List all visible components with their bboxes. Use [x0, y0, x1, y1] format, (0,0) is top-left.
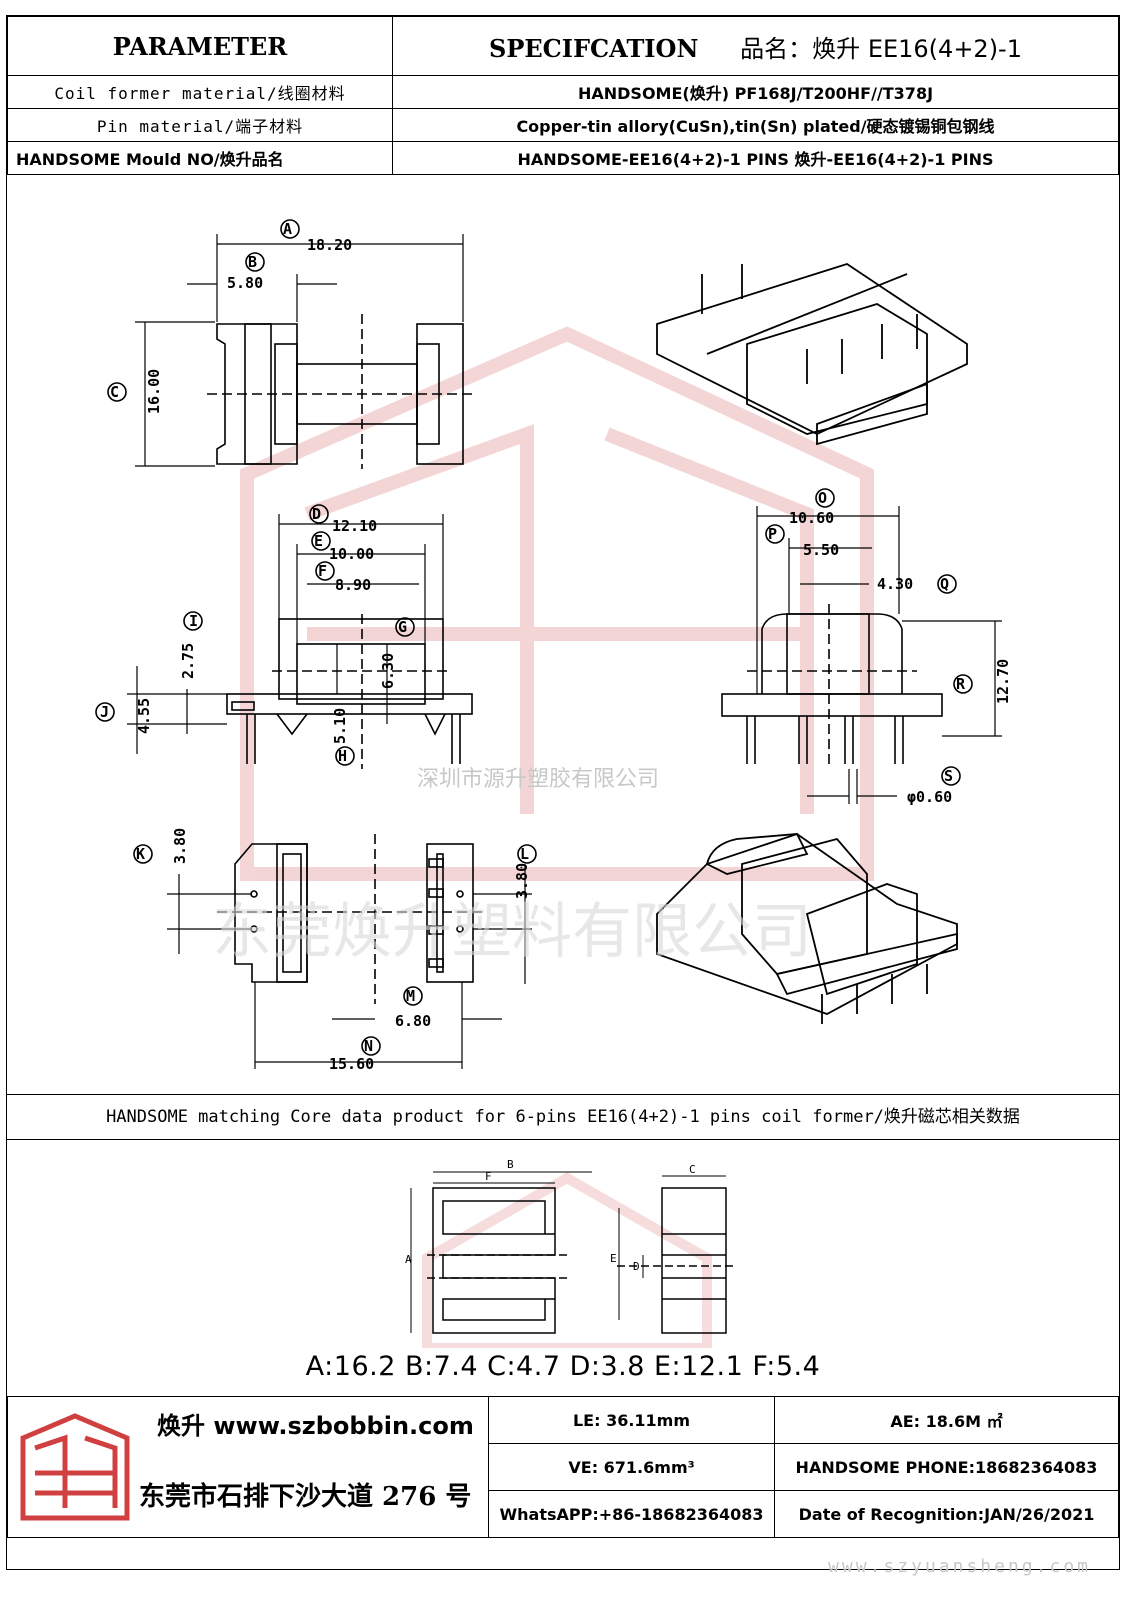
watermark-url: www.szyuansheng.com [828, 1556, 1091, 1577]
label-D: D [312, 505, 321, 523]
label-I: I [189, 612, 198, 630]
spec-sheet: PARAMETER SPECIFCATION 品名：焕升 EE16(4+2)-1… [6, 15, 1120, 1570]
watermark-company-2: 东莞焕升塑料有限公司 [212, 897, 812, 967]
view-iso-bottom [656, 833, 958, 1024]
label-R: R [956, 675, 966, 693]
label-L: L [520, 845, 529, 863]
label-J: J [100, 703, 109, 721]
mould-no-value: HANDSOME-EE16(4+2)-1 PINS 焕升-EE16(4+2)-1… [392, 141, 1119, 175]
view-end [721, 604, 943, 769]
dim-N-value: 15.60 [329, 1055, 374, 1073]
pin-material-value: Copper-tin allory(CuSn),tin(Sn) plated/硬… [392, 108, 1119, 142]
core-watermark-logo [422, 1172, 712, 1348]
coil-material-label: Coil former material/线圈材料 [7, 75, 393, 109]
dim-F-value: 8.90 [335, 576, 371, 594]
core-side-shape [617, 1187, 737, 1334]
core-label-D: D [633, 1260, 640, 1273]
dim-O-value: 10.60 [789, 509, 834, 527]
dims-side [127, 514, 444, 754]
company-address: 东莞市石排下沙大道 276 号 [139, 1482, 472, 1512]
pin-material-label: Pin material/端子材料 [7, 108, 393, 142]
dim-labels-side: 12.10 10.00 8.90 6.30 5.10 2.75 4.55 D E… [95, 504, 415, 766]
date-value: Date of Recognition:JAN/26/2021 [774, 1490, 1119, 1538]
specification-heading: SPECIFCATION 品名：焕升 EE16(4+2)-1 [392, 16, 1119, 76]
dim-H-value: 5.10 [331, 708, 349, 744]
core-data-title: HANDSOME matching Core data product for … [7, 1094, 1119, 1140]
label-O: O [818, 489, 827, 507]
dim-D-value: 12.10 [332, 517, 377, 535]
core-dim-letters: A B C D E F [405, 1158, 696, 1273]
label-H: H [338, 747, 347, 765]
header-table: PARAMETER SPECIFCATION 品名：焕升 EE16(4+2)-1… [7, 16, 1119, 175]
dim-B-value: 5.80 [227, 274, 263, 292]
mould-no-label: HANDSOME Mould NO/焕升品名 [7, 141, 393, 175]
dim-A-value: 18.20 [307, 236, 352, 254]
view-iso-top [656, 263, 968, 446]
label-A: A [283, 220, 292, 238]
dims-end [756, 506, 1002, 804]
company-logo [20, 1413, 130, 1521]
ve-value: VE: 671.6mm³ [488, 1443, 775, 1491]
core-label-A: A [405, 1253, 412, 1266]
core-label-E: E [610, 1252, 617, 1265]
dim-R-value: 12.70 [994, 659, 1012, 704]
core-e-shape [427, 1187, 567, 1334]
label-C: C [110, 383, 119, 401]
core-label-F: F [485, 1170, 492, 1183]
label-E: E [314, 532, 323, 550]
core-drawing: A B C D E F [405, 1158, 737, 1348]
phone-value: HANDSOME PHONE:18682364083 [774, 1443, 1119, 1491]
core-drawing-area: A B C D E F [7, 1138, 1119, 1397]
core-dimensions: A:16.2 B:7.4 C:4.7 D:3.8 E:12.1 F:5.4 [305, 1351, 821, 1382]
label-Q: Q [940, 575, 949, 593]
dim-S-value: φ0.60 [907, 788, 952, 806]
product-name-prefix: 品名：焕升 [740, 34, 868, 63]
label-F: F [318, 562, 327, 580]
dim-M-value: 6.80 [395, 1012, 431, 1030]
view-side [226, 614, 473, 769]
dim-L-value: 3.80 [513, 863, 531, 899]
le-value: LE: 36.11mm [488, 1396, 775, 1444]
core-label-C: C [689, 1163, 696, 1176]
ae-value: AE: 18.6M ㎡ [774, 1396, 1119, 1444]
dim-I-value: 2.75 [179, 643, 197, 679]
dim-labels-end: 10.60 5.50 4.30 12.70 φ0.60 O P Q R S [765, 488, 1012, 806]
dim-J-value: 4.55 [135, 698, 153, 734]
core-label-B: B [507, 1158, 514, 1171]
parameter-heading: PARAMETER [7, 16, 393, 76]
whatsapp-value: WhatsAPP:+86-18682364083 [488, 1490, 775, 1538]
dims-plan [167, 864, 532, 1069]
dims-front [135, 234, 464, 467]
product-name: EE16(4+2)-1 [867, 34, 1022, 63]
dim-E-value: 10.00 [329, 545, 374, 563]
dim-labels-front: 18.20 5.80 16.00 A B C [107, 219, 352, 414]
dim-C-value: 16.00 [145, 369, 163, 414]
technical-drawing: 18.20 5.80 16.00 A B C [95, 219, 1012, 1073]
core-dim-lines [410, 1171, 726, 1333]
dim-labels-plan: 3.80 3.80 6.80 15.60 K L M N [133, 828, 537, 1073]
coil-material-value: HANDSOME(焕升) PF168J/T200HF//T378J [392, 75, 1119, 109]
label-S: S [944, 767, 953, 785]
watermark-company-1: 深圳市源升塑胶有限公司 [417, 767, 659, 792]
label-P: P [768, 525, 777, 543]
dim-K-value: 3.80 [171, 828, 189, 864]
dim-G-value: 6.30 [379, 653, 397, 689]
brand-website: 焕升 www.szbobbin.com [157, 1412, 474, 1440]
label-G: G [398, 618, 407, 636]
watermark-logo [240, 326, 874, 881]
label-K: K [136, 845, 145, 863]
dim-Q-value: 4.30 [877, 575, 913, 593]
view-front [207, 314, 477, 469]
label-N: N [364, 1037, 373, 1055]
label-B: B [248, 253, 257, 271]
dim-P-value: 5.50 [803, 541, 839, 559]
footer-table: LE: 36.11mm AE: 18.6M ㎡ VE: 671.6mm³ HAN… [7, 1396, 1119, 1538]
label-M: M [406, 987, 415, 1005]
